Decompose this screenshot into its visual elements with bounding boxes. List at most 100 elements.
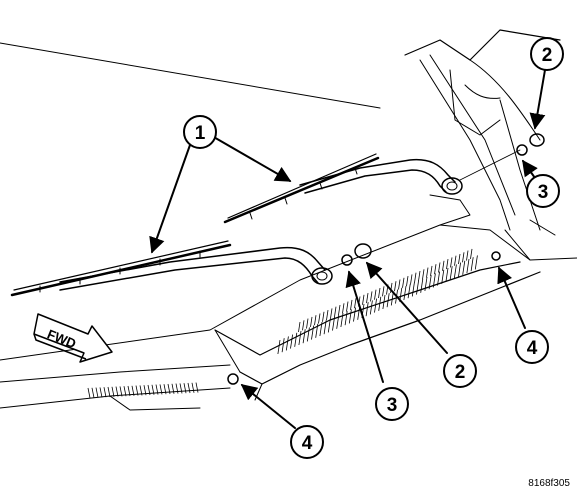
- grille-slat: [454, 255, 457, 266]
- grille-slat: [95, 387, 99, 398]
- callout-3-mid: 3: [375, 387, 409, 421]
- grille-slat: [466, 258, 470, 274]
- fwd-arrow: FWD: [33, 313, 113, 363]
- grille-slat: [369, 300, 373, 315]
- svg-text:2: 2: [542, 45, 553, 66]
- grille-slat: [115, 386, 119, 397]
- grille-slat: [470, 248, 473, 259]
- grille-slat: [298, 330, 302, 346]
- grille-slat: [382, 286, 385, 297]
- svg-text:3: 3: [387, 395, 398, 416]
- grille-slat: [420, 278, 424, 293]
- grille-slat: [390, 282, 393, 293]
- grille-slat: [462, 260, 466, 275]
- callout-3-top: 3: [526, 174, 560, 208]
- grille-slat: [290, 334, 293, 349]
- svg-text:2: 2: [455, 362, 466, 383]
- grille-slat: [426, 267, 429, 278]
- grille-slat: [458, 253, 461, 265]
- grille-slat: [366, 293, 369, 304]
- grille-slat: [318, 313, 321, 324]
- grille-slat: [319, 321, 323, 337]
- grille-slat: [336, 314, 340, 329]
- grille-slat: [103, 387, 107, 398]
- grille-slat: [402, 277, 405, 288]
- grille-slat: [350, 299, 353, 310]
- grille-slat: [458, 262, 461, 277]
- cap-top: [529, 133, 545, 147]
- grille-slat: [322, 311, 325, 322]
- grille-slat: [434, 264, 437, 275]
- grille-slat: [195, 382, 199, 393]
- grille-slat: [334, 306, 337, 317]
- grille-slat: [344, 311, 348, 326]
- callout-1: 1: [183, 115, 217, 149]
- grille-slat: [151, 384, 155, 395]
- cowl-grille: [277, 248, 478, 355]
- grille-slat: [191, 382, 195, 393]
- grille-slat: [414, 272, 417, 283]
- grille-slat: [418, 270, 421, 282]
- grille-slat: [453, 264, 457, 279]
- grille-slat: [424, 276, 428, 292]
- grille-slat: [437, 271, 440, 286]
- grille-slat: [449, 266, 453, 281]
- grille-slat: [139, 385, 143, 396]
- grille-slat: [155, 384, 159, 395]
- grille-slat: [87, 387, 91, 399]
- callout-4-bottom: 4: [290, 425, 324, 459]
- grille-slat: [127, 385, 131, 397]
- grille-slat: [365, 302, 369, 317]
- grille-slat: [111, 386, 115, 397]
- grille-slat: [183, 383, 187, 394]
- grille-slat: [386, 293, 390, 308]
- grille-slat: [310, 316, 313, 327]
- grille-slat: [187, 382, 191, 394]
- grille-slat: [302, 329, 306, 344]
- grille-slat: [147, 384, 151, 396]
- grille-slat: [179, 383, 183, 394]
- grille-slat: [314, 315, 317, 326]
- grille-slat: [411, 282, 415, 297]
- grille-slat: [382, 294, 386, 310]
- grille-slat: [378, 287, 381, 299]
- svg-text:4: 4: [527, 338, 538, 359]
- grille-slat: [346, 301, 349, 312]
- grille-slat: [294, 332, 298, 347]
- grille-slat: [403, 285, 407, 301]
- grille-slat: [306, 327, 310, 342]
- callout-4-right: 4: [515, 330, 549, 364]
- grille-slat: [332, 316, 335, 331]
- stud-bottom: [227, 373, 239, 385]
- grille-slat: [91, 387, 95, 398]
- grille-slat: [107, 386, 111, 398]
- grille-slat: [406, 276, 409, 287]
- grille-slat: [330, 308, 333, 319]
- grille-slat: [362, 294, 365, 305]
- grille-slat: [370, 291, 373, 302]
- grille-slat: [342, 303, 345, 314]
- grille-slat: [285, 336, 289, 351]
- grille-slat: [340, 312, 344, 328]
- grille-slat: [327, 318, 331, 333]
- grille-slat: [354, 298, 357, 309]
- nut-top: [516, 144, 528, 156]
- grille-slat: [410, 274, 413, 285]
- grille-slat: [123, 386, 127, 397]
- grille-slat: [398, 279, 401, 290]
- svg-text:4: 4: [302, 433, 313, 454]
- grille-slat: [430, 265, 433, 276]
- grille-slat: [175, 383, 179, 394]
- grille-slat: [441, 269, 445, 284]
- grille-slat: [445, 267, 449, 283]
- svg-text:3: 3: [538, 182, 549, 203]
- grille-slat: [99, 387, 103, 398]
- svg-text:1: 1: [195, 123, 206, 144]
- grille-slat: [277, 339, 281, 355]
- grille-slat: [306, 318, 309, 329]
- grille-slat: [323, 320, 327, 335]
- grille-slat: [407, 284, 411, 299]
- wiper-arm-right: [223, 149, 521, 224]
- grille-slat: [428, 275, 432, 290]
- grille-slat: [446, 259, 449, 270]
